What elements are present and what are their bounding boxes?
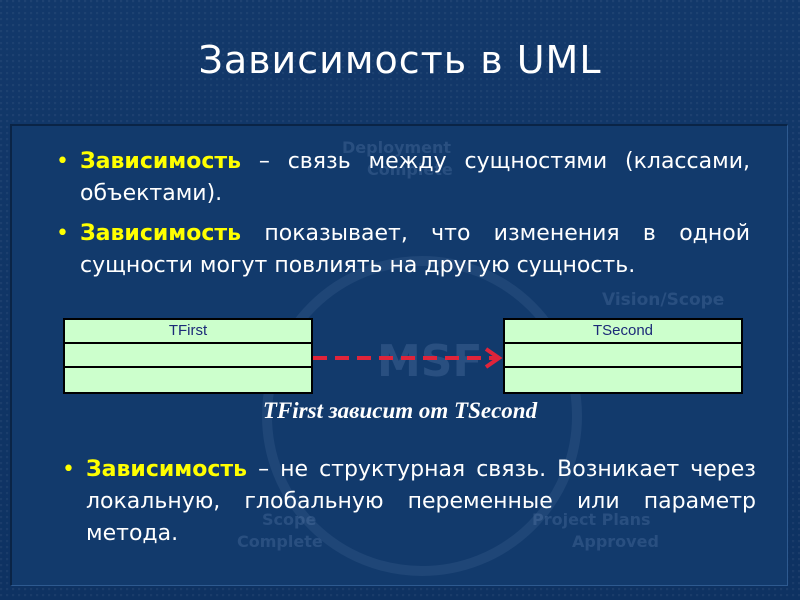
class-name: TFirst <box>65 320 311 344</box>
class-attributes <box>65 344 311 368</box>
bullet-item: • Зависимость – не структурная связь. Во… <box>62 454 756 550</box>
class-box-tsecond: TSecond <box>503 318 743 394</box>
watermark-text: Complete <box>367 160 453 179</box>
watermark-circle <box>262 256 582 576</box>
watermark-text: MSF <box>377 336 483 387</box>
bullet-icon: • <box>56 149 69 174</box>
bullet-text: – не структурная связь. Возникает через … <box>86 457 756 546</box>
arrowhead-icon <box>484 347 503 369</box>
bullet-text: – связь между сущностями (классами, объе… <box>80 149 750 206</box>
bullet-item: • Зависимость – связь между сущностями (… <box>56 146 750 210</box>
bullet-icon: • <box>62 457 75 482</box>
bullet-icon: • <box>56 221 69 246</box>
class-attributes <box>505 344 741 368</box>
diagram-caption: TFirst зависит от TSecond <box>262 398 538 423</box>
watermark-text: Project Plans <box>532 510 651 529</box>
class-box-tfirst: TFirst <box>63 318 313 394</box>
watermark-text: Approved <box>572 532 659 551</box>
bullet-term: Зависимость <box>80 149 242 174</box>
class-name: TSecond <box>505 320 741 344</box>
bullet-term: Зависимость <box>86 457 248 482</box>
bullet-item: • Зависимость показывает, что изменения … <box>56 218 750 282</box>
bullet-term: Зависимость <box>80 221 242 246</box>
watermark-text: Scope <box>262 510 317 529</box>
watermark-text: Complete <box>237 532 323 551</box>
bullet-text: показывает, что изменения в одной сущнос… <box>80 221 750 278</box>
watermark-text: Deployment <box>342 138 452 157</box>
watermark-text: Vision/Scope <box>602 290 725 310</box>
slide-title: Зависимость в UML <box>198 38 602 82</box>
